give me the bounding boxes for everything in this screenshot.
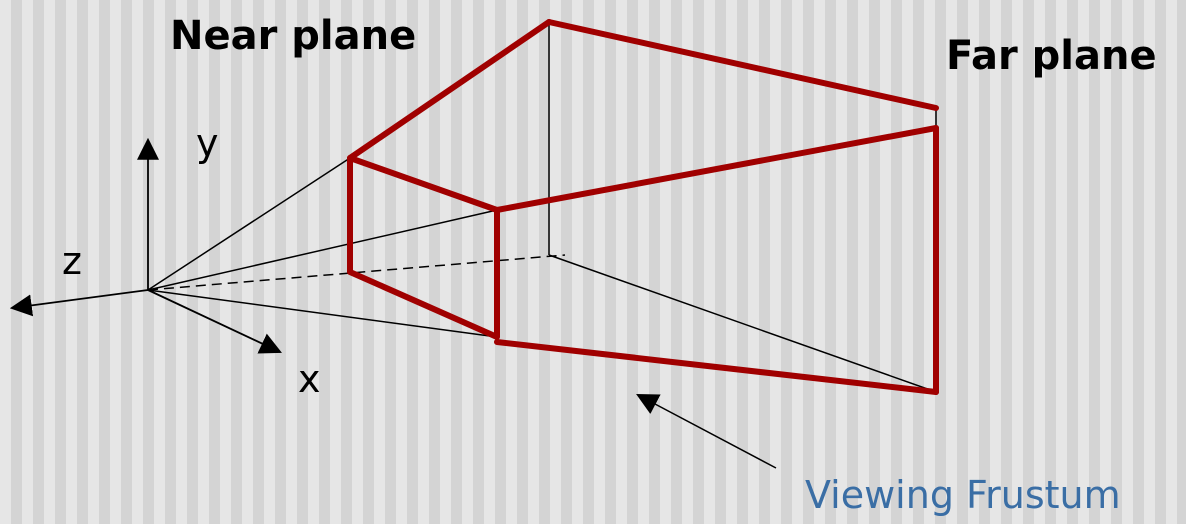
frustum-edge-bottom <box>494 339 939 395</box>
projection-lines <box>147 157 566 338</box>
frustum-edge-top-far <box>546 19 939 111</box>
projection-line-top <box>147 157 351 291</box>
coordinate-axes <box>9 137 282 354</box>
x-axis-arrow <box>147 289 282 354</box>
y-axis-label: y <box>196 121 219 165</box>
viewing-frustum-caption: Viewing Frustum <box>805 473 1121 517</box>
near-plane-outline <box>347 155 500 340</box>
caption-pointer-arrow <box>636 393 777 469</box>
x-axis-label: x <box>298 357 321 401</box>
hidden-edge-bottom <box>548 254 937 393</box>
z-axis-label: z <box>62 239 82 283</box>
hidden-edges <box>548 22 937 393</box>
near-plane-label: Near plane <box>170 13 417 59</box>
projection-line-bottom <box>147 289 498 338</box>
far-plane-label: Far plane <box>946 33 1157 79</box>
frustum-edges <box>347 19 939 395</box>
frustum-edge-middle <box>494 125 939 213</box>
projection-line-middle <box>147 209 498 291</box>
frustum-edge-top <box>347 19 552 161</box>
z-axis-arrow <box>9 289 149 317</box>
